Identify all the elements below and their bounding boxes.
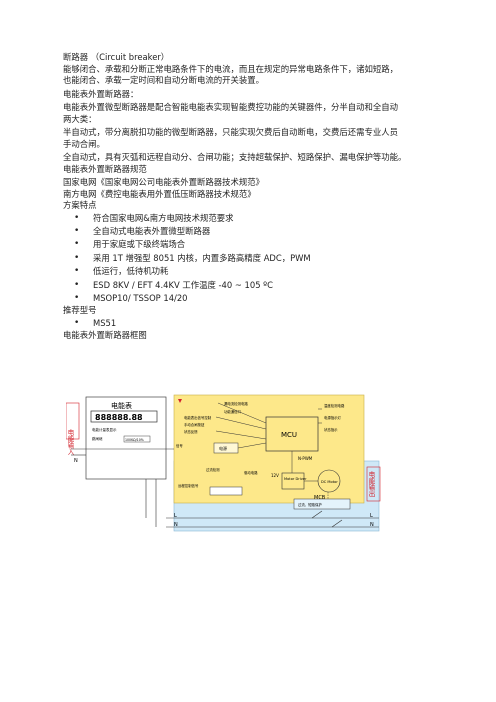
input-label: 电能输入 xyxy=(66,428,74,456)
meter-display: 888888.88 xyxy=(95,413,143,422)
features-heading: 方案特点 xyxy=(63,200,97,210)
recommend-heading: 推荐型号 xyxy=(63,305,97,316)
mcb-switch-l xyxy=(311,510,323,519)
output-label: 电能输出 xyxy=(367,470,375,499)
mcb-block xyxy=(293,498,351,510)
meter-sub: 电能计量表显示 xyxy=(92,427,117,432)
power-label: 电源 xyxy=(219,445,227,451)
top-label-2: 功能通信口 xyxy=(224,409,241,414)
models-list: MS51 xyxy=(63,317,443,331)
feature-item: 符合国家电网&南方电网技术规范要求 xyxy=(63,212,443,226)
feature-item: 采用 1T 增强型 8051 内核，内置多路高精度 ADC，PWM xyxy=(63,252,443,266)
dc-motor-label: DC Motor xyxy=(321,480,338,484)
document-body: 断路器 （Circuit breaker） 能够闭合、承载和分断正常电路条件下的… xyxy=(63,52,443,342)
full-auto-line: 全自动式，具有灭弧和远程自动分、合闸功能；支持超载保护、短路保护、漏电保护等功能… xyxy=(63,152,407,162)
conn-3 xyxy=(215,430,267,440)
input-frame xyxy=(65,402,80,440)
meter-display-frame xyxy=(90,410,158,423)
features-list: 符合国家电网&南方电网技术规范要求 全自动式电能表外置微型断路器 用于家庭或下级… xyxy=(63,212,443,306)
feature-item: 全自动式电能表外置微型断路器 xyxy=(63,225,443,239)
feature-item: MSOP10/ TSSOP 14/20 xyxy=(63,292,443,306)
right-label-2: 电源指示灯 xyxy=(324,415,342,420)
l-label-right: L xyxy=(370,513,373,519)
output-frame xyxy=(366,466,381,502)
conn-1 xyxy=(217,402,267,424)
section-meter-breaker: 电能表外置断路器： xyxy=(63,88,139,99)
top-label-5: 状态反馈 xyxy=(184,429,198,434)
bottom-label-1: 驱动电路 xyxy=(244,470,258,475)
n-label-bottom: N xyxy=(174,522,178,528)
conn-power xyxy=(237,442,267,449)
dc-motor xyxy=(317,469,341,493)
meter-relay: 跳闸继 xyxy=(92,436,103,441)
heading-circuit-breaker: 断路器 （Circuit breaker） xyxy=(63,52,170,62)
l-label-left: L xyxy=(174,513,177,519)
spec-heading: 电能表外置断路器规范 xyxy=(63,163,147,174)
top-label-1: 漏电流检测电路 xyxy=(224,401,248,406)
definition-line-1: 能够闭合、承载和分断正常电路条件下的电流，而且在规定的异常电路条件下，诸如短路， xyxy=(63,63,398,74)
left-label-1: 远程控制信号 xyxy=(178,483,199,488)
n-label-right: N xyxy=(370,522,374,528)
definition-line-2: 也能闭合、承载一定时间和自动分断电流的开关装置。 xyxy=(63,75,264,85)
n-label-left: N xyxy=(74,458,78,464)
block-diagram: 电能表 888888.88 电能计量表显示 跳闸继 100KΩ/10% 电能输入… xyxy=(65,393,382,533)
mcu-block xyxy=(265,416,319,452)
top-label-3: 电能表出信号控制 xyxy=(184,415,212,420)
conn-2 xyxy=(215,416,267,430)
model-item: MS51 xyxy=(63,317,443,331)
feature-item: ESD 8KV / EFT 4.4KV 工作温度 -40 ~ 105 ºC xyxy=(63,279,443,293)
meter-desc-line-1: 电能表外置微型断路器是配合智能电能表实现智能费控功能的关键器件，分半自动和全自动 xyxy=(63,102,398,112)
motor-driver-label: Motor Driver xyxy=(284,477,307,481)
motor-driver-block xyxy=(281,472,305,490)
spec-sgcc: 国家电网《国家电网公司电能表外置断路器技术规范》 xyxy=(63,177,264,187)
spec-csg: 南方电网《费控电能表用外置低压断路器技术规范》 xyxy=(63,188,256,199)
right-label-3: 状态指示 xyxy=(324,427,338,432)
v12-label: 12V xyxy=(271,473,279,478)
mcb-label: MCB xyxy=(314,495,326,501)
leak-detect-block xyxy=(209,486,243,496)
meter-relay-sub: 100KΩ/10% xyxy=(125,438,144,442)
feature-item: 低运行，低待机功耗 xyxy=(63,265,443,279)
mcu-label: MCU xyxy=(281,431,297,439)
diagram-title: 电能表外置断路器框图 xyxy=(63,330,147,341)
warning-icon xyxy=(178,399,182,403)
pwm-label: N-PWM xyxy=(298,456,313,461)
right-label-1: 温度检测电路 xyxy=(324,403,345,408)
feature-item: 用于家庭或下级终端场合 xyxy=(63,238,443,252)
meter-relay-box xyxy=(123,435,151,443)
signal-label: 信号 xyxy=(176,443,183,448)
block-diagram-svg: 电能表 888888.88 电能计量表显示 跳闸继 100KΩ/10% 电能输入… xyxy=(65,394,381,532)
meter-desc-line-2: 两大类： xyxy=(63,113,97,124)
meter-label: 电能表 xyxy=(111,401,132,410)
top-label-4: 手动合闸按钮 xyxy=(184,422,205,427)
semi-auto-line-1: 半自动式，带分离脱扣功能的微型断路器，只能实现欠费后自动断电，交费后还需专业人员 xyxy=(63,127,398,137)
mcb-switch-n xyxy=(331,519,343,528)
mcb-sub: 过流、短路保护 xyxy=(298,502,322,507)
semi-auto-line-2: 手动合闸。 xyxy=(63,138,105,149)
left-label-2: 过流检测 xyxy=(206,467,220,472)
